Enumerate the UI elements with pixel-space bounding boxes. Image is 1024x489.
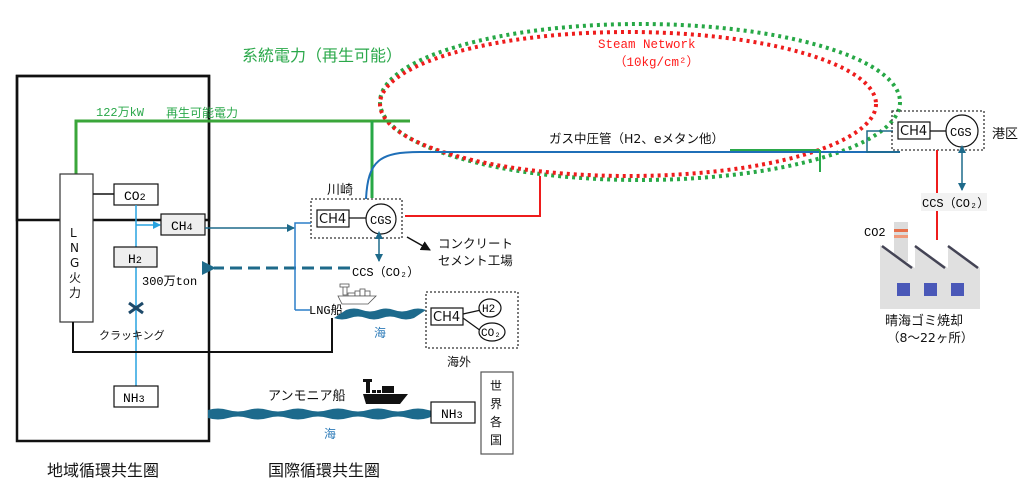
regional-circulation-label: 地域循環共生圏 <box>47 461 159 480</box>
world-countries-label: 世 界 各 国 <box>490 379 502 447</box>
sea-label-upper: 海 <box>374 325 386 340</box>
kawasaki-cgs-label: CGS <box>370 214 392 228</box>
renewable-label: 再生可能電力 <box>166 106 238 120</box>
ammonia-ship-icon <box>363 379 408 404</box>
overseas-co2 <box>478 322 506 342</box>
concrete-arrow <box>406 236 431 251</box>
lng-ship-pipe <box>294 222 311 310</box>
h2-box <box>113 246 158 268</box>
international-circulation-label: 国際循環共生圏 <box>268 461 380 480</box>
minato-cgs-label: CGS <box>950 126 972 140</box>
incinerator-count: （8～22ヶ所） <box>887 330 973 345</box>
nh3-box <box>113 385 159 408</box>
factory-icon <box>880 222 980 309</box>
minato-ch4-label: CH4 <box>900 124 927 139</box>
kawasaki-ch4-label: CH4 <box>319 212 346 227</box>
svg-text:G: G <box>70 256 79 270</box>
incinerator-label: 晴海ゴミ焼却 <box>885 313 963 329</box>
sea-wave-lower <box>208 408 448 420</box>
lng-ship-label: LNG船 <box>309 303 343 318</box>
overseas-ch4-box <box>430 307 464 326</box>
h2-label: H2 <box>128 252 142 267</box>
ch4-box <box>160 213 206 236</box>
minato-ccs-label: CCS（CO₂） <box>922 196 989 211</box>
overseas-h2 <box>478 298 502 318</box>
nh3-label: NH3 <box>123 391 145 406</box>
renewable-power-line <box>74 119 410 174</box>
world-countries-box <box>480 371 514 455</box>
svg-text:界: 界 <box>490 397 502 411</box>
lng-plant-label: L N G 火 力 <box>69 226 81 300</box>
co2-label: CO2 <box>124 189 146 204</box>
world-nh3-box <box>430 401 476 424</box>
regional-box-lower <box>15 74 211 443</box>
svg-text:各: 各 <box>490 414 502 429</box>
steam-network-pressure: （10kg/cm²） <box>614 55 699 70</box>
svg-text:N: N <box>70 241 79 255</box>
incinerator-co2-label: CO2 <box>864 226 886 240</box>
gas-pipe-line <box>365 151 900 200</box>
svg-text:火: 火 <box>69 271 81 285</box>
kawasaki-label: 川崎 <box>327 183 353 198</box>
lng-power-plant <box>59 173 94 323</box>
svg-text:力: 力 <box>69 286 81 300</box>
svg-text:国: 国 <box>490 433 502 447</box>
regional-circulation-box <box>15 74 211 222</box>
grid-power-title: 系統電力（再生可能） <box>242 46 402 65</box>
steam-network-label: Steam Network <box>598 38 696 52</box>
grid-power-loop <box>378 22 902 182</box>
ch4-label: CH4 <box>171 219 193 234</box>
svg-text:L: L <box>70 226 77 240</box>
minato-ward-label: 港区 <box>992 127 1018 142</box>
cracking-icon <box>128 301 144 315</box>
kawasaki-ccs-label: CCS（CO₂） <box>352 265 419 280</box>
overseas-h2-label: H2 <box>482 304 495 316</box>
steam-line <box>405 176 541 217</box>
sea-wave-upper <box>334 308 426 320</box>
overseas-co2-label: CO₂ <box>481 328 501 340</box>
overseas-label: 海外 <box>447 354 471 369</box>
concrete-label-2: セメント工場 <box>438 253 513 268</box>
overseas-box <box>425 291 519 349</box>
concrete-label-1: コンクリート <box>438 236 513 251</box>
svg-text:世: 世 <box>490 379 502 393</box>
steam-network-loop <box>378 30 878 178</box>
co2-amount: 300万ton <box>142 275 197 289</box>
sea-label-lower: 海 <box>324 426 336 441</box>
ammonia-ship-label: アンモニア船 <box>268 389 345 404</box>
lng-supply-line <box>72 318 333 353</box>
gas-pipe-label: ガス中圧管（H2、eメタン他） <box>549 131 724 146</box>
lng-ship-icon <box>337 283 377 305</box>
renewable-capacity: 122万kW <box>96 106 145 120</box>
cracking-label: クラッキング <box>99 328 165 342</box>
kawasaki-facility-box <box>310 198 403 239</box>
overseas-ch4-label: CH4 <box>433 310 460 325</box>
world-nh3-label: NH3 <box>441 407 463 422</box>
